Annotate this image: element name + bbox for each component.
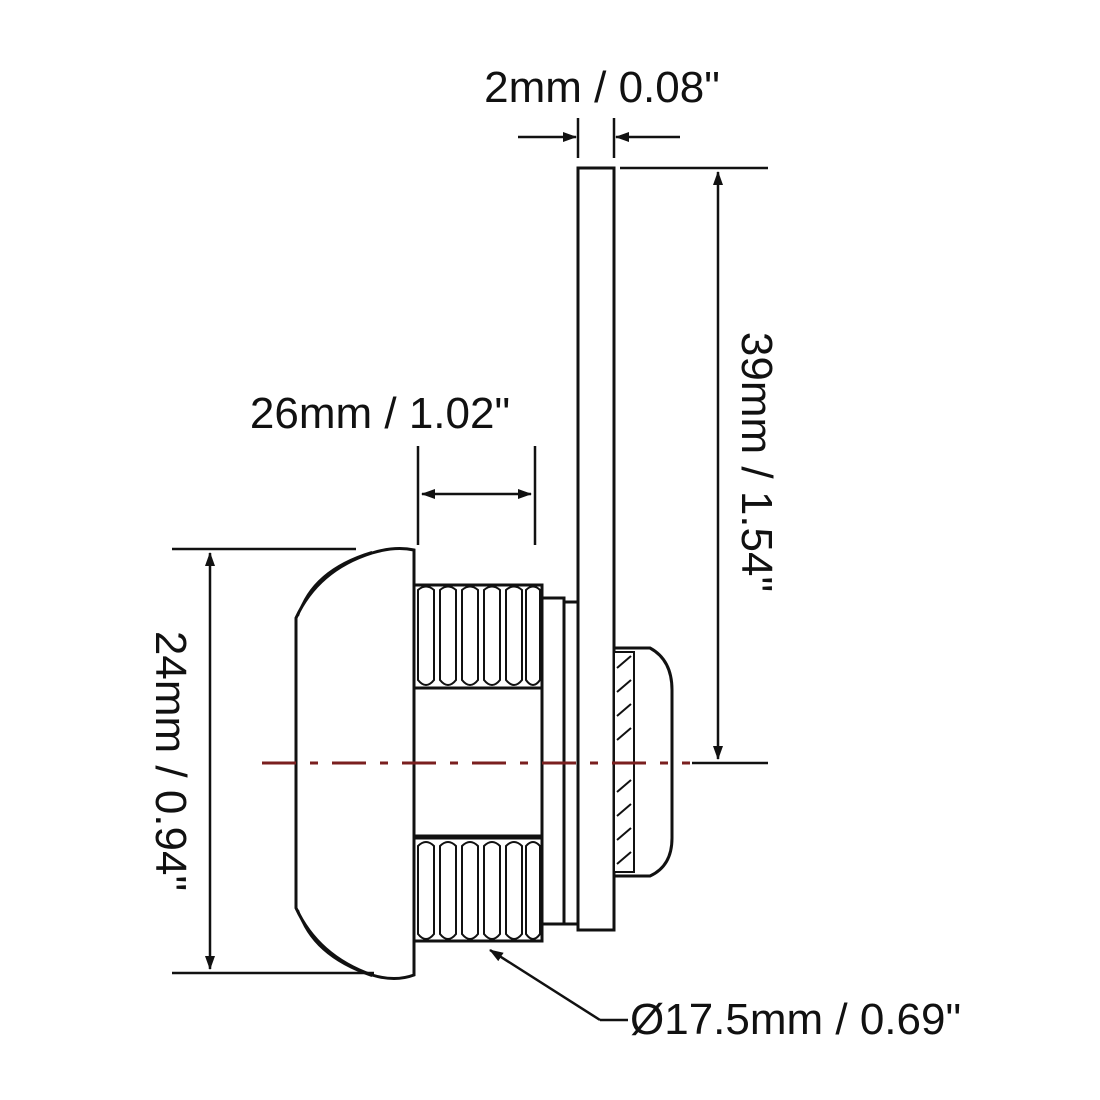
- dim-cam-length-label: 39mm / 1.54": [732, 332, 781, 592]
- dim-cam-thickness-label: 2mm / 0.08": [484, 63, 720, 112]
- dim-thread-length: [416, 446, 537, 545]
- dim-thread-diameter-leader: [489, 948, 628, 1022]
- dim-head-diameter: [172, 547, 374, 975]
- dim-cam-length: [620, 166, 768, 765]
- retaining-screw: [612, 646, 674, 878]
- cam-plate: [576, 166, 616, 932]
- thread-ridges-top: [417, 585, 541, 686]
- dim-head-diameter-label: 24mm / 0.94": [146, 631, 195, 891]
- thread-ridges-bottom: [417, 841, 541, 940]
- dim-thread-length-label: 26mm / 1.02": [250, 389, 510, 438]
- dim-cam-thickness: [518, 118, 680, 158]
- dim-thread-diameter-label: Ø17.5mm / 0.69": [630, 995, 961, 1044]
